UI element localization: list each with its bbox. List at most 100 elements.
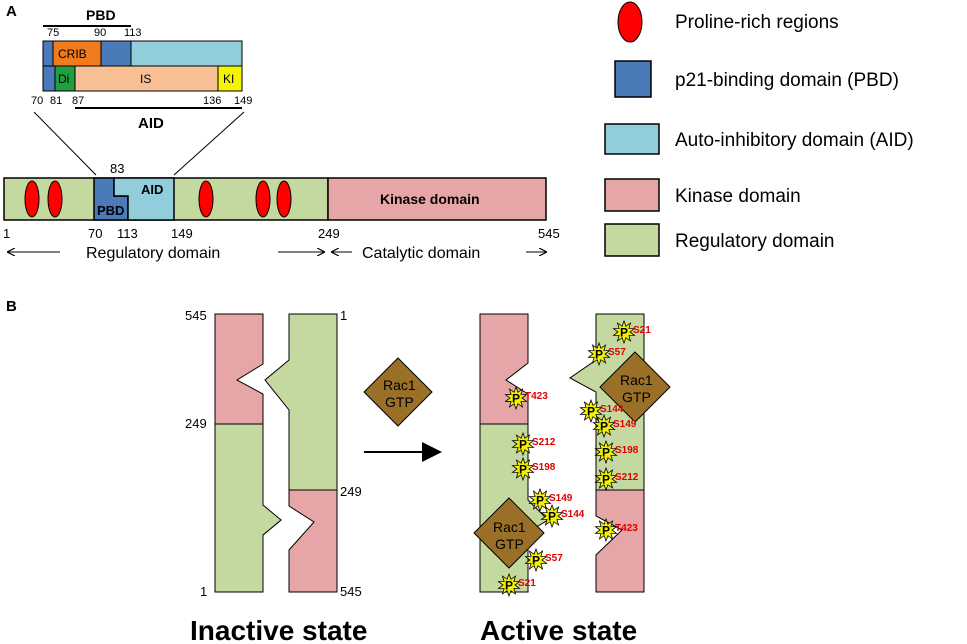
phospho-site-label: S212 <box>615 472 639 483</box>
num-249: 249 <box>318 226 340 241</box>
rac1-gtp-right <box>599 351 671 423</box>
legend-item-aid: Auto-inhibitory domain (AID) <box>675 130 914 151</box>
phospho-site-label: S198 <box>532 462 556 473</box>
num-113: 113 <box>117 226 138 241</box>
green-rect-icon <box>604 223 660 257</box>
phospho-site-label: S144 <box>600 404 624 415</box>
bar-pbd-label: PBD <box>97 203 124 218</box>
inactive-left-num-1: 1 <box>200 584 207 599</box>
phospho-site-label: S21 <box>633 325 651 336</box>
legend-item-kinase: Kinase domain <box>675 186 801 207</box>
active-right-regulatory <box>569 313 645 491</box>
proline-oval-4 <box>255 180 271 218</box>
rac1-center: Rac1 GTP <box>363 357 442 462</box>
rac1-right-label-1: Rac1 <box>620 372 653 388</box>
num-545: 545 <box>538 226 560 241</box>
phospho-star-icon <box>612 319 636 345</box>
phospho-site-label: S149 <box>549 493 573 504</box>
phospho-site-label: S21 <box>518 578 536 589</box>
light-blue-rect-icon <box>604 123 660 155</box>
phospho-star-icon <box>504 385 528 411</box>
pink-rect-icon <box>604 178 660 212</box>
active-left-kinase <box>479 313 529 425</box>
phospho-p-label: P <box>548 510 556 524</box>
num-87: 87 <box>72 95 84 107</box>
red-oval-icon <box>617 1 643 43</box>
rac1-center-label-1: Rac1 <box>383 377 416 393</box>
phospho-star-icon <box>511 431 535 457</box>
proline-oval-3 <box>198 180 214 218</box>
zoom-line-right <box>173 111 245 176</box>
detail-zoom: PBD 75 90 113 CRIB Di IS KI 70 81 87 136… <box>31 7 252 176</box>
phospho-left-s57: P S57 <box>524 547 563 573</box>
phospho-p-label: P <box>536 494 544 508</box>
phospho-star-icon <box>540 503 564 529</box>
phospho-right-s144: P S144 <box>579 398 624 424</box>
rac1-gtp-diamond <box>363 357 433 427</box>
is-label: IS <box>140 72 151 86</box>
phospho-star-icon <box>594 439 618 465</box>
phospho-p-label: P <box>600 420 608 434</box>
legend-item-regulatory: Regulatory domain <box>675 231 834 252</box>
inactive-left-kinase <box>214 313 264 425</box>
inactive-left-regulatory-shape <box>214 423 282 593</box>
phospho-star-icon <box>511 456 535 482</box>
phospho-right-s198: P S198 <box>594 439 639 465</box>
phospho-left-s21: P S21 <box>497 572 536 598</box>
phospho-star-icon <box>592 413 616 439</box>
inactive-dimer: 545 249 1 1 249 545 Inactive state <box>185 308 367 644</box>
num-136: 136 <box>203 95 221 107</box>
active-state-label: Active state <box>480 615 637 644</box>
phospho-site-label: S198 <box>615 445 639 456</box>
phospho-p-label: P <box>532 554 540 568</box>
domain-bar: Kinase domain PBD AID 83 1 70 113 149 24… <box>3 161 560 262</box>
inactive-right-regulatory <box>264 313 338 491</box>
num-70: 70 <box>88 226 102 241</box>
inactive-left-num-545: 545 <box>185 308 207 323</box>
phospho-site-label: S57 <box>608 347 626 358</box>
rac1-left-label-2: GTP <box>495 536 524 552</box>
num-149: 149 <box>171 226 193 241</box>
rac1-gtp-left <box>473 497 545 569</box>
phospho-p-label: P <box>519 438 527 452</box>
catalytic-domain-label: Catalytic domain <box>362 245 480 262</box>
phospho-p-label: P <box>587 405 595 419</box>
phospho-star-icon <box>587 341 611 367</box>
ki-label: KI <box>223 72 234 86</box>
phospho-star-icon <box>594 517 618 543</box>
phospho-site-label: S212 <box>532 437 556 448</box>
legend-item-proline: Proline-rich regions <box>675 12 839 33</box>
phospho-star-icon <box>594 466 618 492</box>
phospho-left-s149: P S149 <box>528 487 573 513</box>
phospho-star-icon <box>497 572 521 598</box>
phospho-site-label: T423 <box>525 391 548 402</box>
phospho-p-label: P <box>512 392 520 406</box>
detail-aid-label: AID <box>138 115 164 132</box>
legend: Proline-rich regions p21-binding domain … <box>604 1 914 257</box>
num-83: 83 <box>110 161 124 176</box>
phospho-p-label: P <box>602 446 610 460</box>
num-113: 113 <box>124 27 142 39</box>
aid-top-segment <box>130 40 243 67</box>
phospho-p-label: P <box>505 579 513 593</box>
proline-oval-1 <box>24 180 40 218</box>
num-1: 1 <box>3 226 10 241</box>
rac1-right-label-2: GTP <box>622 389 651 405</box>
di-label: Di <box>58 72 69 86</box>
inactive-left-num-249: 249 <box>185 416 207 431</box>
pbd-bottom-segment <box>42 65 56 92</box>
ki-segment <box>217 65 243 92</box>
bar-aid <box>113 177 175 221</box>
phospho-site-label: S57 <box>545 553 563 564</box>
num-149-detail: 149 <box>234 95 252 107</box>
inactive-right-num-1: 1 <box>340 308 347 323</box>
crib-label: CRIB <box>58 47 87 61</box>
phospho-p-label: P <box>602 473 610 487</box>
phospho-p-label: P <box>519 463 527 477</box>
